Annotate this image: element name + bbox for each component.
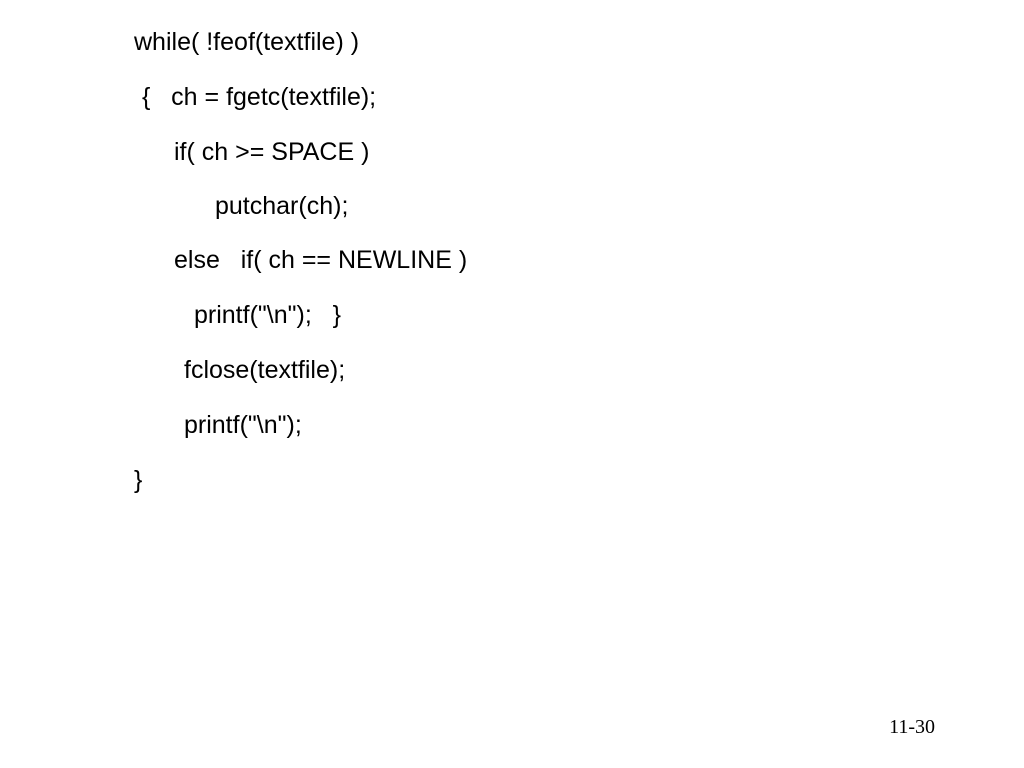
code-line-close-brace: } (134, 466, 143, 494)
code-line-putchar: putchar(ch); (215, 192, 349, 220)
code-line-printf-newline: printf("\n"); } (194, 301, 341, 329)
code-line-else-if: else if( ch == NEWLINE ) (174, 246, 468, 274)
code-line-if: if( ch >= SPACE ) (174, 138, 370, 166)
code-line-fclose: fclose(textfile); (184, 356, 346, 384)
code-line-printf-final: printf("\n"); (184, 411, 302, 439)
page-number: 11-30 (889, 716, 935, 738)
code-line-open-brace: { ch = fgetc(textfile); (142, 83, 377, 111)
code-line-while: while( !feof(textfile) ) (134, 28, 360, 56)
